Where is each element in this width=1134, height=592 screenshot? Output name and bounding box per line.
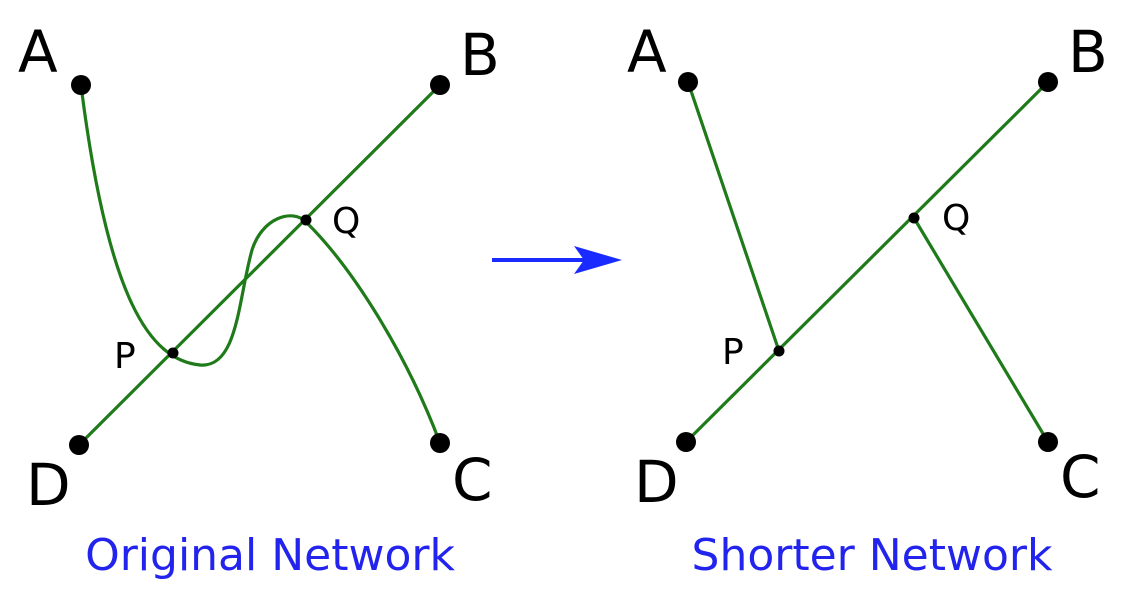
shorter-network-panel: A B C D P Q Shorter Network <box>627 18 1108 581</box>
junction-p <box>167 347 179 359</box>
label-p: P <box>114 336 136 377</box>
edge-d-to-b <box>77 83 442 447</box>
label-d: D <box>26 451 71 519</box>
label-c: C <box>1060 443 1101 511</box>
label-q: Q <box>332 201 360 242</box>
label-b: B <box>460 21 500 89</box>
arrow-right-icon <box>492 246 622 274</box>
edge-d-to-b <box>684 80 1050 444</box>
node-b <box>1038 72 1058 92</box>
edge-q-to-c <box>912 216 1050 444</box>
label-a: A <box>627 18 667 86</box>
node-d <box>676 432 696 452</box>
label-d: D <box>634 448 679 516</box>
label-p: P <box>722 332 744 373</box>
junction-q <box>300 214 312 226</box>
label-a: A <box>18 18 58 86</box>
caption-original-network: Original Network <box>85 530 455 581</box>
original-network-panel: A B C D P Q Original Network <box>18 18 500 581</box>
node-b <box>430 75 450 95</box>
caption-shorter-network: Shorter Network <box>692 530 1053 581</box>
label-b: B <box>1068 18 1108 86</box>
label-q: Q <box>942 198 970 239</box>
node-a <box>71 75 91 95</box>
edge-curve-a-p-q-c <box>79 83 442 445</box>
label-c: C <box>452 446 493 514</box>
edge-a-to-p <box>686 80 781 353</box>
node-d <box>69 435 89 455</box>
node-c <box>430 433 450 453</box>
node-a <box>678 72 698 92</box>
node-c <box>1038 432 1058 452</box>
junction-p <box>773 345 785 357</box>
junction-q <box>908 212 920 224</box>
